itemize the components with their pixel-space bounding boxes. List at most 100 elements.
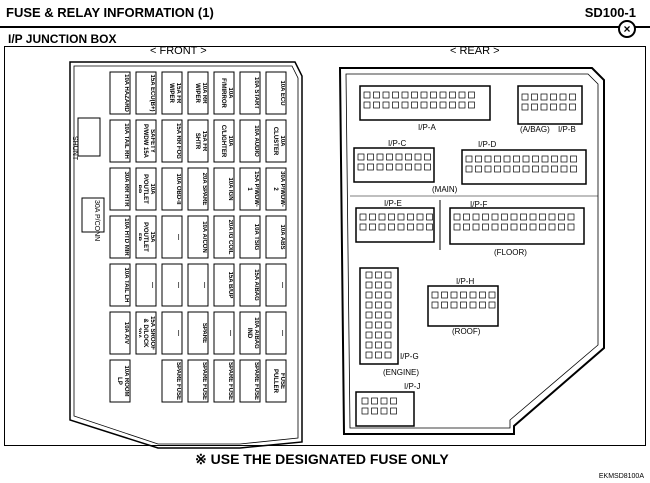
connector-pin [488,291,496,299]
connector-pin [373,101,380,109]
fuse-slot [239,215,261,259]
connector-pin [559,103,567,111]
connector-ip-h [427,285,499,327]
connector-pin [424,153,431,161]
connector-pin [463,223,470,231]
connector-pin [375,271,382,279]
connector-pin [494,165,501,173]
connector-pin [482,223,489,231]
connector-label-ip-a: I/P-A [418,123,436,132]
connector-label-ip-f: I/P-F [470,200,488,209]
subtitle: I/P JUNCTION BOX [8,32,117,46]
fuse-label: 10A TAIL LH [123,267,129,303]
connector-pin [521,93,529,101]
connector-ip-j [355,391,415,427]
fuse-label: SPARE FUSE [253,362,259,400]
fuse-slot [265,311,287,355]
connector-pin [450,291,458,299]
connector-pin [551,155,558,163]
page-title: FUSE & RELAY INFORMATION (1) [6,5,214,20]
connector-pin [365,321,373,329]
fuse-label: 10A A/CON [201,221,207,253]
connector-pin [359,213,367,221]
connector-pin [521,103,529,111]
connector-pin [373,91,380,99]
fuse-label: — [279,282,285,288]
connector-label-ip-g: I/P-G [400,352,419,361]
connector-pin [384,341,392,349]
connector-pin [384,311,392,319]
connector-pin [513,165,520,173]
fuse-label: 10A P/OUTLET RR [139,174,155,204]
connector-pin [488,301,496,309]
fuse-label: SPARE FUSE [201,362,207,400]
connector-pin [551,165,558,173]
fuse-slot [265,119,287,163]
fuse-label: 15A FR SHTR [194,130,207,152]
fuse-slot [239,167,261,211]
connector-pin [375,311,382,319]
fuse-slot [161,215,183,259]
connector-pin [386,153,393,161]
fuse-label: 15A FR WIPER [168,82,181,104]
fuse-label: SAFETY P/WDW 15A [142,123,155,158]
connector-label-ip-h: I/P-H [456,277,475,286]
connector-pin [531,103,538,111]
connector-pin [560,155,568,163]
fuse-label: 10A CLUSTER [272,126,285,156]
connector-pin [361,407,369,415]
fuse-slot [265,359,287,403]
fuse-slot [239,119,261,163]
rear-panel-outline [338,67,605,435]
connector-pin [513,155,520,163]
pcon-label: 30A P/CONN [93,200,100,242]
fuse-label: 20A SPARE [201,172,207,206]
connector-pin [540,103,548,111]
fuse-slot [265,263,287,307]
connector-pin [532,155,539,163]
connector-pin [430,101,437,109]
fuse-slot [161,167,183,211]
fuse-slot [265,71,287,115]
connector-pin [390,397,397,405]
connector-pin [382,101,390,109]
fuse-label: 10A ROOM LP [116,365,129,397]
fuse-slot [213,167,235,211]
fuse-label: — [279,330,285,336]
fuse-slot [109,119,131,163]
connector-label-ip-j: I/P-J [404,382,421,391]
connector-label-ip-c: I/P-C [388,139,407,148]
connector-pin [363,101,371,109]
connector-pin [411,101,418,109]
connector-pin [559,93,567,101]
connector-pin [458,101,466,109]
connector-pin [384,291,392,299]
fuse-slot [213,359,235,403]
shunt-box [77,117,101,157]
connector-pin [388,213,395,221]
connector-pin [531,93,538,101]
connector-pin [510,213,518,221]
fuse-label: 10A HTD MIR [123,218,129,256]
fuse-label: 20A IG COIL [227,219,233,255]
connector-pin [426,223,433,231]
close-icon[interactable]: × [618,20,636,38]
connector-pin [375,351,382,359]
connector-pin [380,407,388,415]
connector-pin [375,301,382,309]
front-panel-outline [69,61,303,449]
connector-pin [416,223,424,231]
connector-pin [570,165,577,173]
connector-pin [550,103,557,111]
connector-pin [357,163,365,171]
connector-pin [491,223,499,231]
connector-pin [384,351,392,359]
connector-pin [365,331,373,339]
fuse-slot [161,311,183,355]
connector-pin [375,321,382,329]
connector-pin [501,223,508,231]
connector-pin [520,213,527,221]
fuse-slot [109,167,131,211]
fuse-slot [135,71,157,115]
